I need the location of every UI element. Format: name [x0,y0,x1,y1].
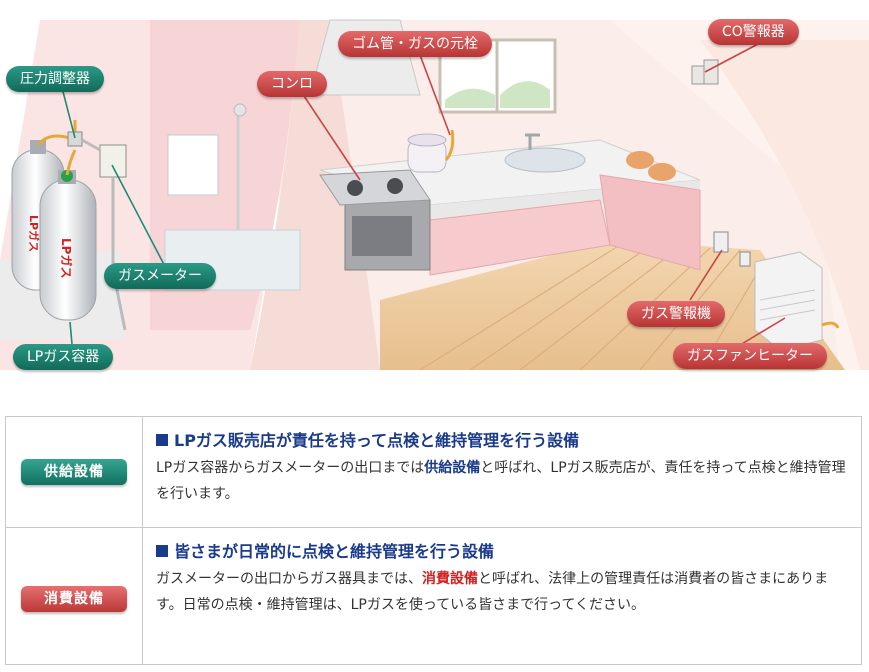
consumption-heading: 皆さまが日常的に点検と維持管理を行う設備 [156,538,851,562]
supply-content: LPガス販売店が責任を持って点検と維持管理を行う設備 LPガス容器からガスメータ… [156,417,851,507]
square-bullet-icon [156,545,168,557]
rubber-hose-valve-label: ゴム管・ガスの元栓 [338,31,492,57]
kitchen-gas-illustration: LPガス LPガス 圧力調整器 ゴム管・ガスの元栓 コンロ CO警報器 ガスメー… [0,19,869,371]
consumption-text-before: ガスメーターの出口からガス器具までは、 [156,571,422,587]
consumption-heading-text: 皆さまが日常的に点検と維持管理を行う設備 [174,542,495,561]
stove-label: コンロ [257,71,327,97]
supply-text-before: LPガス容器からガスメーターの出口までは [156,460,425,476]
consumption-highlight: 消費設備 [422,571,478,587]
supply-description: LPガス容器からガスメーターの出口までは供給設備と呼ばれ、LPガス販売店が、責任… [156,455,851,507]
supply-badge: 供給設備 [21,459,127,485]
kitchen-scene: LPガス LPガス [0,19,869,371]
consumption-text-after: と呼ばれ、法律上の管理責任は消費者の皆さまにあります。日常の点検・維持管理は、L… [156,571,829,613]
co-alarm-label: CO警報器 [708,19,799,45]
consumption-equipment-row: 消費設備 皆さまが日常的に点検と維持管理を行う設備 ガスメーターの出口からガス器… [6,528,861,664]
supply-category-cell: 供給設備 [6,417,143,527]
supply-equipment-row: 供給設備 LPガス販売店が責任を持って点検と維持管理を行う設備 LPガス容器から… [6,417,861,528]
lp-gas-cylinder-front [39,170,97,321]
consumption-badge: 消費設備 [21,586,127,612]
supply-text-after: と呼ばれ、LPガス販売店が、責任を持って点検と維持管理を行います。 [156,460,846,502]
consumption-content: 皆さまが日常的に点検と維持管理を行う設備 ガスメーターの出口からガス器具までは、… [156,528,851,618]
cylinder-text-2: LPガス [59,238,74,278]
cylinder-text-1: LPガス [27,215,41,252]
lp-container-label: LPガス容器 [13,344,114,370]
supply-highlight: 供給設備 [424,460,481,476]
consumption-category-cell: 消費設備 [6,528,143,664]
gas-meter-label: ガスメーター [104,263,216,289]
equipment-table: 供給設備 LPガス販売店が責任を持って点検と維持管理を行う設備 LPガス容器から… [5,416,862,665]
supply-heading: LPガス販売店が責任を持って点検と維持管理を行う設備 [156,427,851,451]
pressure-regulator-label: 圧力調整器 [6,66,104,92]
square-bullet-icon [156,434,168,446]
supply-heading-text: LPガス販売店が責任を持って点検と維持管理を行う設備 [174,431,580,450]
gas-alarm-label: ガス警報機 [627,301,725,327]
fan-heater-label: ガスファンヒーター [673,343,827,369]
consumption-description: ガスメーターの出口からガス器具までは、消費設備と呼ばれ、法律上の管理責任は消費者… [156,566,851,618]
